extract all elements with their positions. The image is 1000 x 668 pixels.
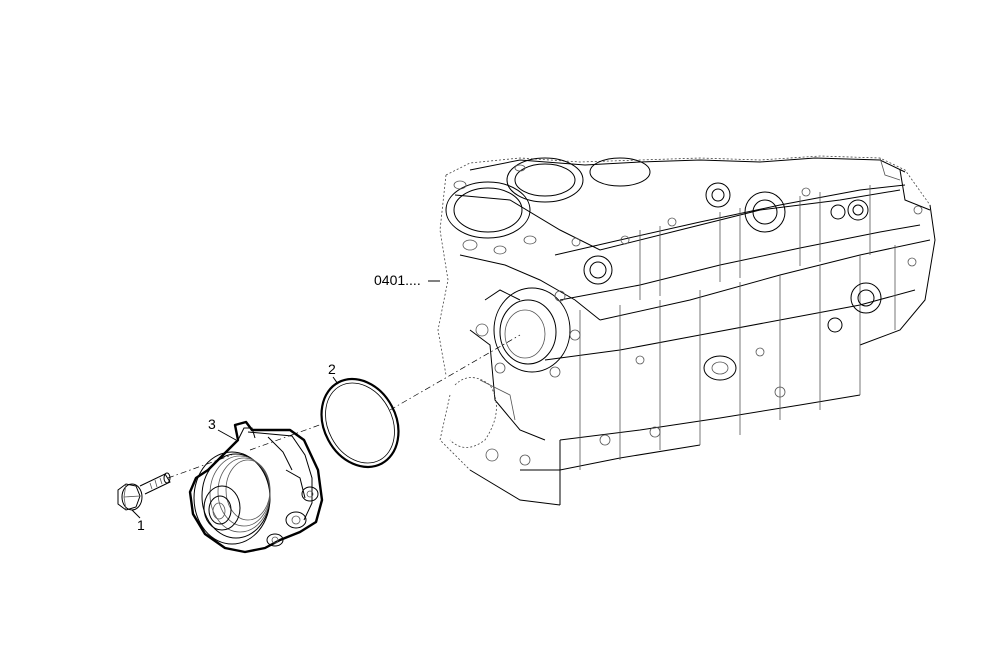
leader-line-1 [131,509,141,519]
water-pump [188,420,324,554]
o-ring-gasket [320,377,400,469]
callout-1: 1 [137,517,145,533]
flange-bolt [117,472,171,511]
engine-block [437,155,936,506]
callout-2: 2 [328,361,336,377]
leader-line-3 [217,429,237,441]
leader-line-2 [332,376,339,385]
callout-3: 3 [208,416,216,432]
reference-label: 0401.... [374,272,421,288]
assembly-centerline [167,334,521,479]
